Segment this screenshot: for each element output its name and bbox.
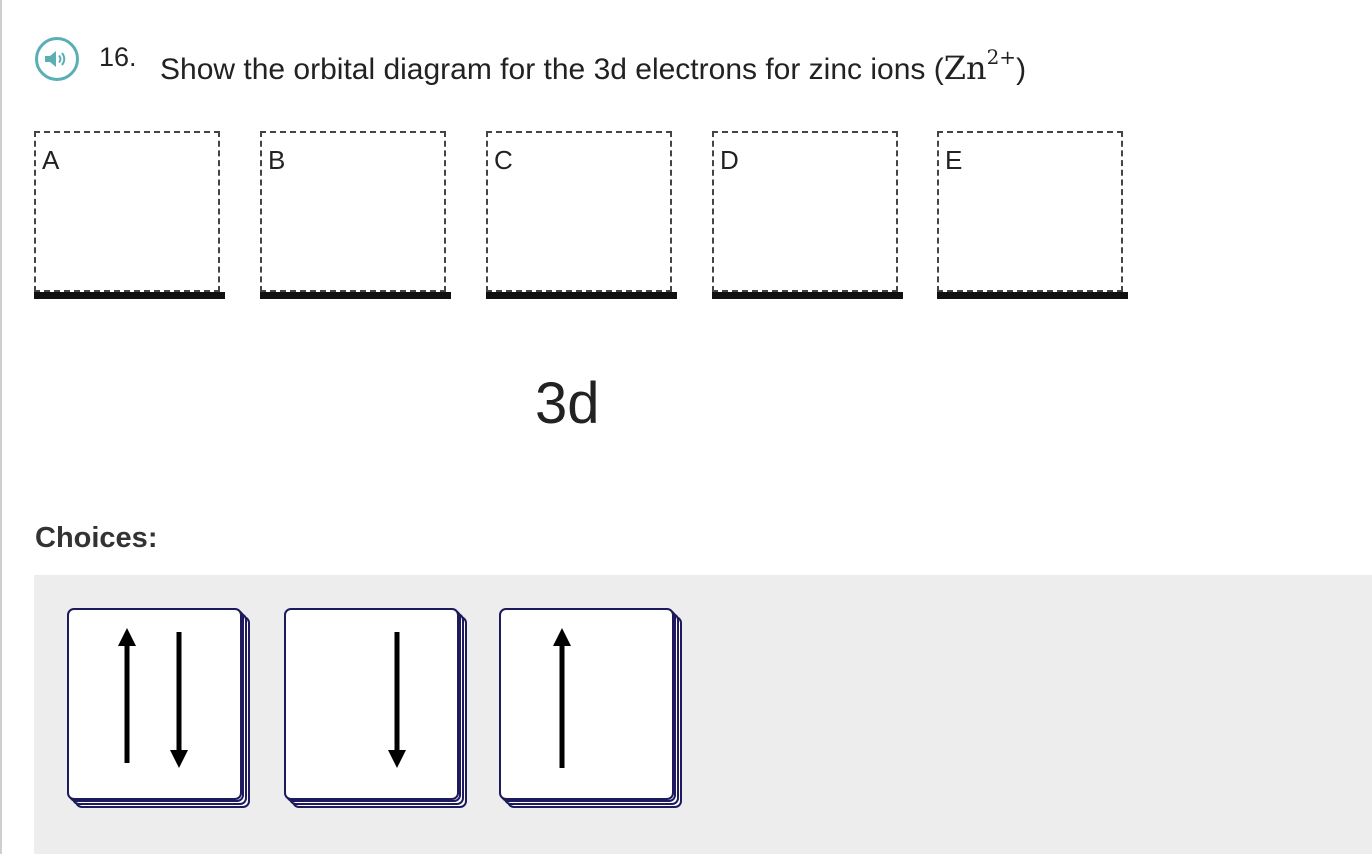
orbital-baseline	[260, 292, 451, 299]
question-number: 16.	[99, 42, 137, 72]
orbital-baseline	[486, 292, 677, 299]
choices-heading: Choices:	[35, 522, 158, 554]
orbital-slot-label: C	[494, 145, 513, 175]
read-aloud-button[interactable]	[35, 37, 79, 81]
orbital-slot-b[interactable]: B	[260, 127, 451, 299]
drop-zone-border	[937, 131, 1123, 292]
orbital-baseline	[937, 292, 1128, 299]
orbital-slot-label: E	[945, 145, 963, 175]
orbital-slot-label: A	[42, 145, 60, 175]
speaker-icon	[45, 51, 66, 67]
drop-zone-border	[260, 131, 446, 292]
drop-zone-border	[486, 131, 672, 292]
orbital-baseline	[34, 292, 225, 299]
orbital-slot-d[interactable]: D	[712, 127, 903, 299]
down-arrow-icon	[388, 632, 406, 768]
orbital-slot-a[interactable]: A	[34, 127, 225, 299]
orbital-slot-label: B	[268, 145, 286, 175]
orbital-slot-label: D	[720, 145, 739, 175]
choice-card-up-down[interactable]	[67, 608, 251, 808]
orbital-baseline	[712, 292, 903, 299]
choices-tray	[34, 575, 1372, 854]
card-face	[67, 608, 242, 800]
formula-base: Zn	[943, 49, 987, 87]
card-face	[499, 608, 674, 800]
question-text-close: )	[1016, 53, 1027, 86]
up-down-arrows-icon	[118, 628, 188, 768]
question-text: Show the orbital diagram for the 3d elec…	[160, 53, 944, 86]
drop-zone-border	[712, 131, 898, 292]
sublevel-label: 3d	[535, 371, 600, 436]
choice-card-down[interactable]	[284, 608, 468, 808]
card-face	[284, 608, 459, 800]
choice-card-up[interactable]	[499, 608, 683, 808]
drop-zone-border	[34, 131, 220, 292]
orbital-slot-c[interactable]: C	[486, 127, 677, 299]
up-arrow-icon	[553, 628, 571, 768]
formula-charge: 2+	[986, 45, 1017, 69]
orbital-slot-e[interactable]: E	[937, 127, 1128, 299]
question-prompt: Show the orbital diagram for the 3d elec…	[160, 45, 1027, 87]
